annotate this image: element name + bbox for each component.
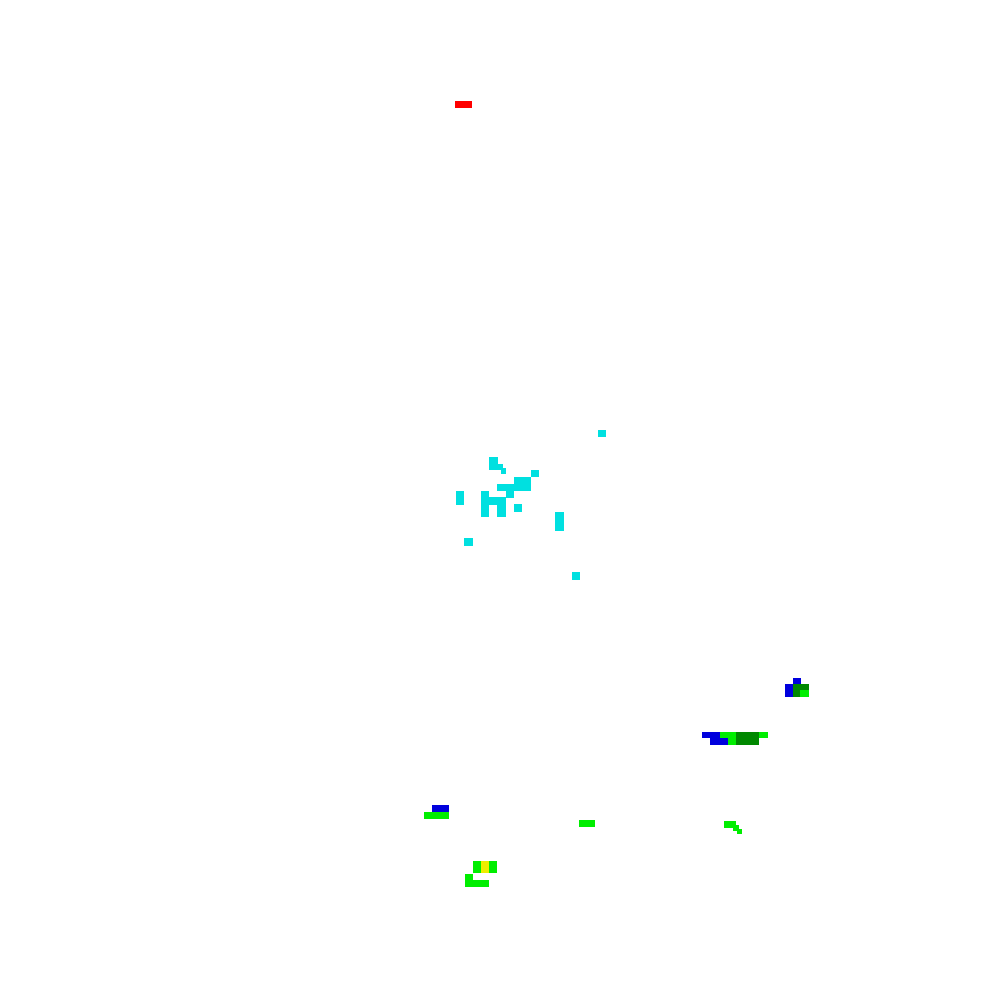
cyan-block bbox=[514, 504, 522, 512]
dark-green-block bbox=[736, 732, 759, 745]
cyan-block bbox=[572, 572, 580, 580]
green-block bbox=[579, 820, 595, 827]
green-block bbox=[720, 732, 736, 738]
yellow-block bbox=[481, 861, 489, 873]
dark-green-block bbox=[793, 684, 809, 691]
green-block bbox=[737, 829, 742, 834]
cyan-block bbox=[555, 512, 564, 531]
green-block bbox=[728, 738, 736, 745]
cyan-block bbox=[489, 457, 498, 470]
cyan-block bbox=[598, 430, 606, 437]
green-block bbox=[724, 821, 736, 828]
green-block bbox=[800, 690, 809, 697]
cyan-block bbox=[497, 464, 503, 470]
red-block bbox=[455, 101, 472, 108]
green-block bbox=[424, 812, 449, 819]
dark-green-block bbox=[793, 690, 800, 697]
blue-block bbox=[710, 738, 728, 745]
green-block bbox=[473, 861, 481, 873]
green-block bbox=[465, 874, 473, 887]
cyan-block bbox=[481, 491, 489, 517]
cyan-block bbox=[514, 477, 531, 491]
green-block bbox=[759, 732, 768, 738]
cyan-block bbox=[497, 504, 506, 517]
cyan-block bbox=[497, 484, 514, 491]
blue-block bbox=[702, 732, 720, 738]
cyan-block bbox=[464, 538, 473, 546]
blue-block bbox=[785, 684, 793, 697]
green-block bbox=[733, 825, 739, 831]
cyan-block bbox=[489, 497, 506, 505]
cyan-block bbox=[506, 490, 514, 498]
cyan-block bbox=[531, 470, 539, 477]
green-block bbox=[473, 880, 489, 887]
blue-block bbox=[793, 678, 801, 685]
cyan-block bbox=[501, 468, 506, 474]
green-block bbox=[489, 861, 497, 873]
blue-block bbox=[432, 805, 449, 812]
pixel-clusters bbox=[424, 101, 809, 887]
cyan-block bbox=[456, 491, 464, 505]
